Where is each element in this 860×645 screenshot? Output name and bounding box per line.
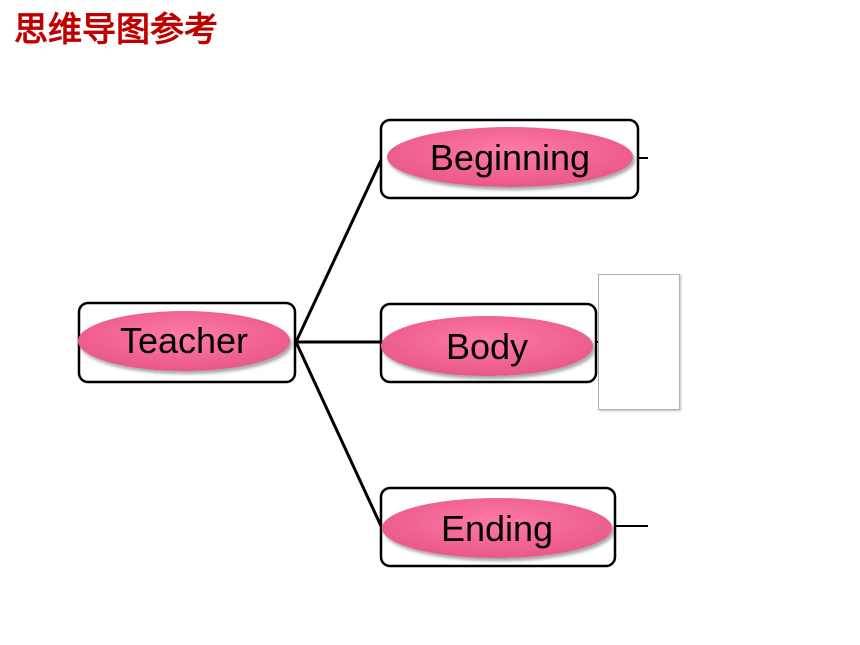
node-ending[interactable]: Ending xyxy=(379,486,617,568)
node-body[interactable]: Body xyxy=(379,302,598,384)
connector-teacher-beginning xyxy=(294,159,383,343)
node-teacher[interactable]: Teacher xyxy=(77,301,297,384)
node-ending-label: Ending xyxy=(441,508,553,549)
node-body-label: Body xyxy=(446,326,528,367)
node-body-oval xyxy=(381,316,593,376)
connector-teacher-ending xyxy=(294,341,383,527)
node-beginning-oval xyxy=(387,127,633,187)
node-beginning[interactable]: Beginning xyxy=(379,118,640,200)
node-ending-oval xyxy=(382,498,612,558)
page-title: 思维导图参考 xyxy=(14,10,218,50)
blank-side-panel xyxy=(598,274,680,410)
node-beginning-label: Beginning xyxy=(430,137,590,178)
node-teacher-label: Teacher xyxy=(120,320,248,361)
node-teacher-oval xyxy=(78,311,290,371)
